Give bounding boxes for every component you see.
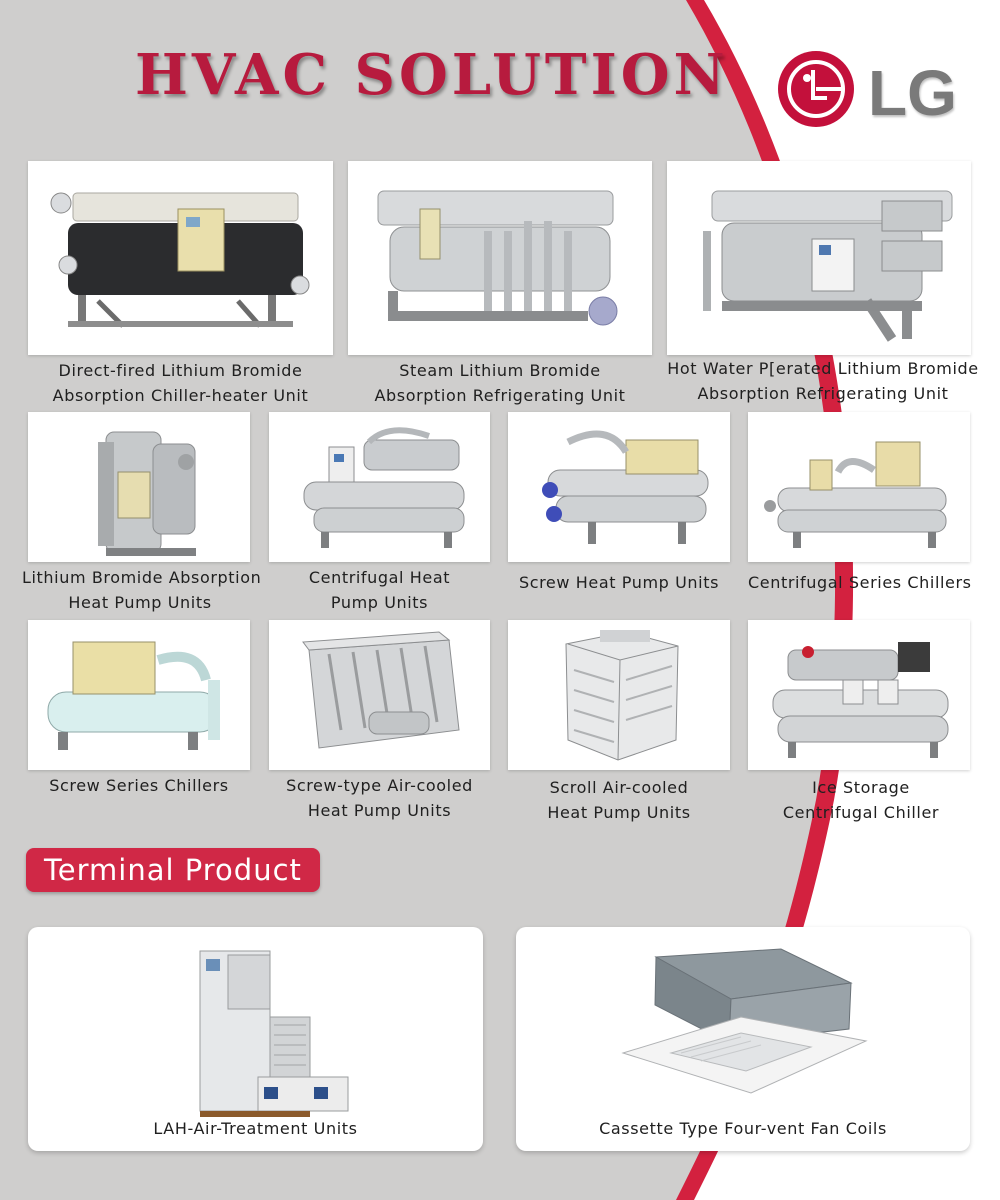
product-caption: Screw Heat Pump Units [518,573,720,592]
product-image-screw-air-cooled-heat-pump [269,620,490,770]
air-treatment-unit-image [199,950,349,1117]
lg-logo-icon [778,51,854,127]
terminal-card-cassette-fan-coil: Cassette Type Four-vent Fan Coils [516,927,970,1151]
cassette-fan-coil-image [621,948,868,1094]
product-image-screw-series-chiller [28,620,250,770]
terminal-caption: Cassette Type Four-vent Fan Coils [599,1119,887,1138]
product-caption: Screw Series Chillers [49,776,229,795]
product-image-steam-chiller [348,161,652,355]
product-image-centrifugal-series-chiller [748,412,970,562]
product-caption: Centrifugal Series Chillers [748,573,972,592]
brand-wordmark: LG [868,57,957,129]
product-image-ice-storage-chiller [748,620,970,770]
page-title: HVAC SOLUTION [135,42,729,108]
product-image-scroll-air-cooled-heat-pump [508,620,730,770]
product-image-hot-water-chiller [667,161,971,355]
product-image-direct-fired-chiller [28,161,333,355]
terminal-card-air-treatment-unit: LAH-Air-Treatment Units [28,927,483,1151]
terminal-caption: LAH-Air-Treatment Units [153,1119,358,1138]
product-image-centrifugal-heat-pump [269,412,490,562]
product-image-screw-heat-pump [508,412,730,562]
section-title-terminal-product: Terminal Product [26,848,320,892]
product-image-absorption-heat-pump [28,412,250,562]
